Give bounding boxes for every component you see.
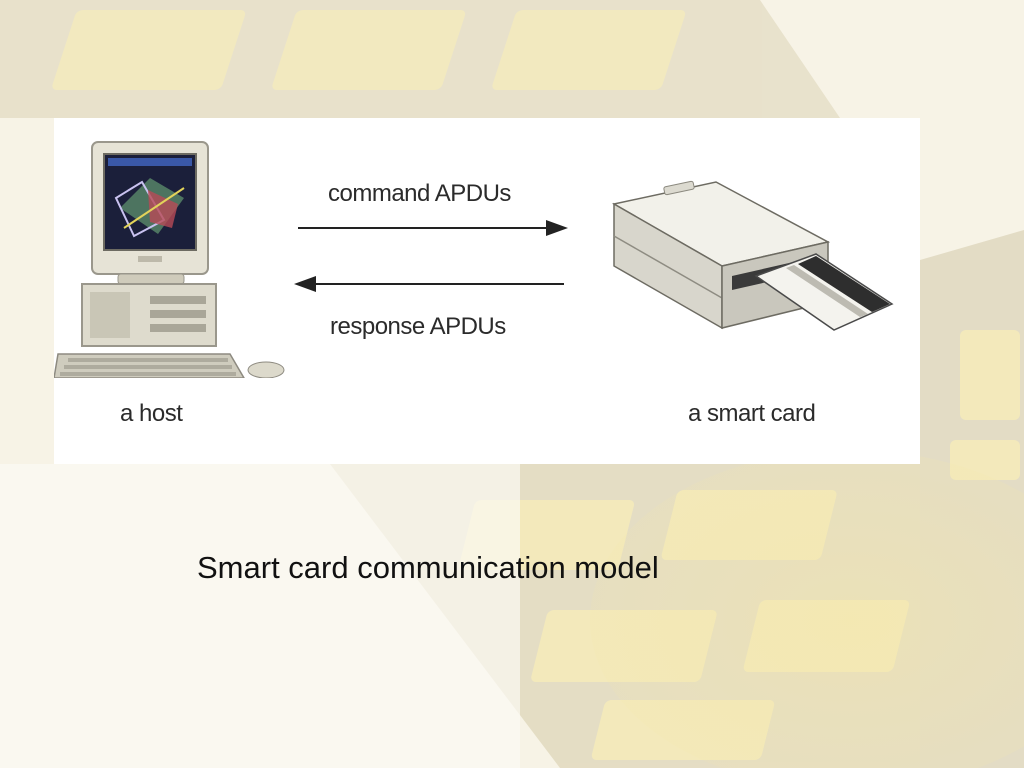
slide-caption: Smart card communication model	[197, 550, 659, 585]
response-apdus-label: response APDUs	[330, 313, 506, 340]
command-apdus-label: command APDUs	[328, 180, 511, 207]
smart-card-reader-icon	[611, 180, 894, 331]
smart-card-label: a smart card	[688, 400, 816, 427]
response-arrowhead	[294, 276, 316, 292]
host-label: a host	[120, 400, 183, 427]
command-arrowhead	[546, 220, 568, 236]
diagram-panel: command APDUs response APDUs a host a sm…	[54, 118, 920, 464]
apdu-arrows	[294, 220, 568, 292]
desktop-computer-icon	[54, 141, 285, 378]
